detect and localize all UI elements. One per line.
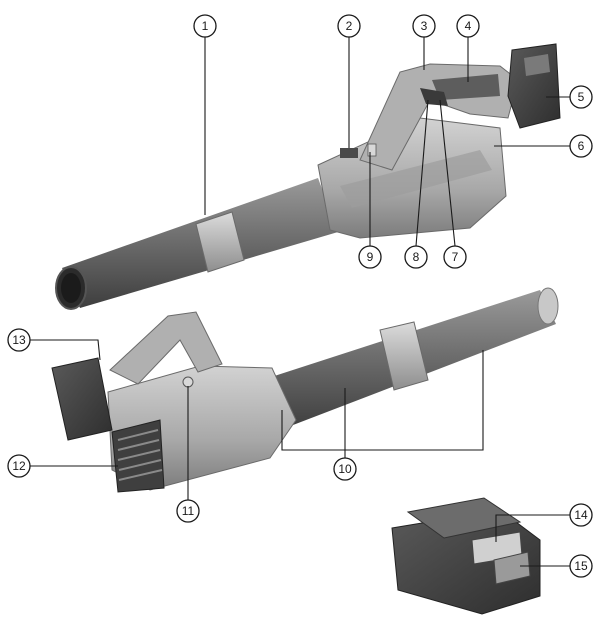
svg-text:13: 13 xyxy=(12,333,26,347)
svg-text:11: 11 xyxy=(182,504,195,518)
lower-nozzle-end xyxy=(537,287,559,325)
lower-blower xyxy=(51,287,559,493)
callout-10: 10 xyxy=(333,457,357,481)
svg-text:3: 3 xyxy=(421,19,428,33)
upper-blower xyxy=(55,43,561,310)
callout-14: 14 xyxy=(569,503,593,527)
callout-6: 6 xyxy=(569,134,593,158)
upper-lock-button xyxy=(367,143,377,157)
svg-text:1: 1 xyxy=(202,19,209,33)
upper-tube-ring xyxy=(195,211,245,273)
svg-text:5: 5 xyxy=(578,90,585,104)
leader-lines xyxy=(30,37,570,567)
callout-8: 8 xyxy=(404,245,428,269)
callout-7: 7 xyxy=(443,245,467,269)
svg-text:7: 7 xyxy=(452,250,459,264)
callout-1: 1 xyxy=(193,14,217,38)
battery-pack xyxy=(391,497,541,615)
svg-text:6: 6 xyxy=(578,139,585,153)
lower-battery xyxy=(51,357,113,441)
callout-13: 13 xyxy=(7,328,31,352)
callout-9: 9 xyxy=(358,245,382,269)
lower-handle xyxy=(109,311,223,385)
callout-5: 5 xyxy=(569,85,593,109)
callout-2: 2 xyxy=(337,14,361,38)
svg-text:15: 15 xyxy=(574,559,588,573)
svg-text:9: 9 xyxy=(367,250,374,264)
lower-screw xyxy=(182,376,194,388)
battery-top xyxy=(406,497,522,539)
upper-battery-latch xyxy=(524,54,550,76)
callout-3: 3 xyxy=(412,14,436,38)
upper-switch xyxy=(340,148,358,158)
svg-text:14: 14 xyxy=(574,508,588,522)
callout-11: 11 xyxy=(176,499,200,523)
svg-text:2: 2 xyxy=(346,19,353,33)
callout-4: 4 xyxy=(456,14,480,38)
upper-nozzle-inner xyxy=(61,273,81,303)
lower-tube-ring xyxy=(379,321,429,391)
battery-release xyxy=(493,551,531,585)
upper-housing-panel xyxy=(340,150,492,208)
lower-intake-grille xyxy=(111,419,165,493)
upper-trigger xyxy=(420,88,448,106)
upper-grip xyxy=(432,74,500,100)
svg-text:8: 8 xyxy=(413,250,420,264)
svg-text:10: 10 xyxy=(338,462,352,476)
upper-tube xyxy=(62,178,338,308)
callout-12: 12 xyxy=(7,454,31,478)
svg-text:12: 12 xyxy=(12,459,26,473)
callout-15: 15 xyxy=(569,554,593,578)
svg-text:4: 4 xyxy=(465,19,472,33)
